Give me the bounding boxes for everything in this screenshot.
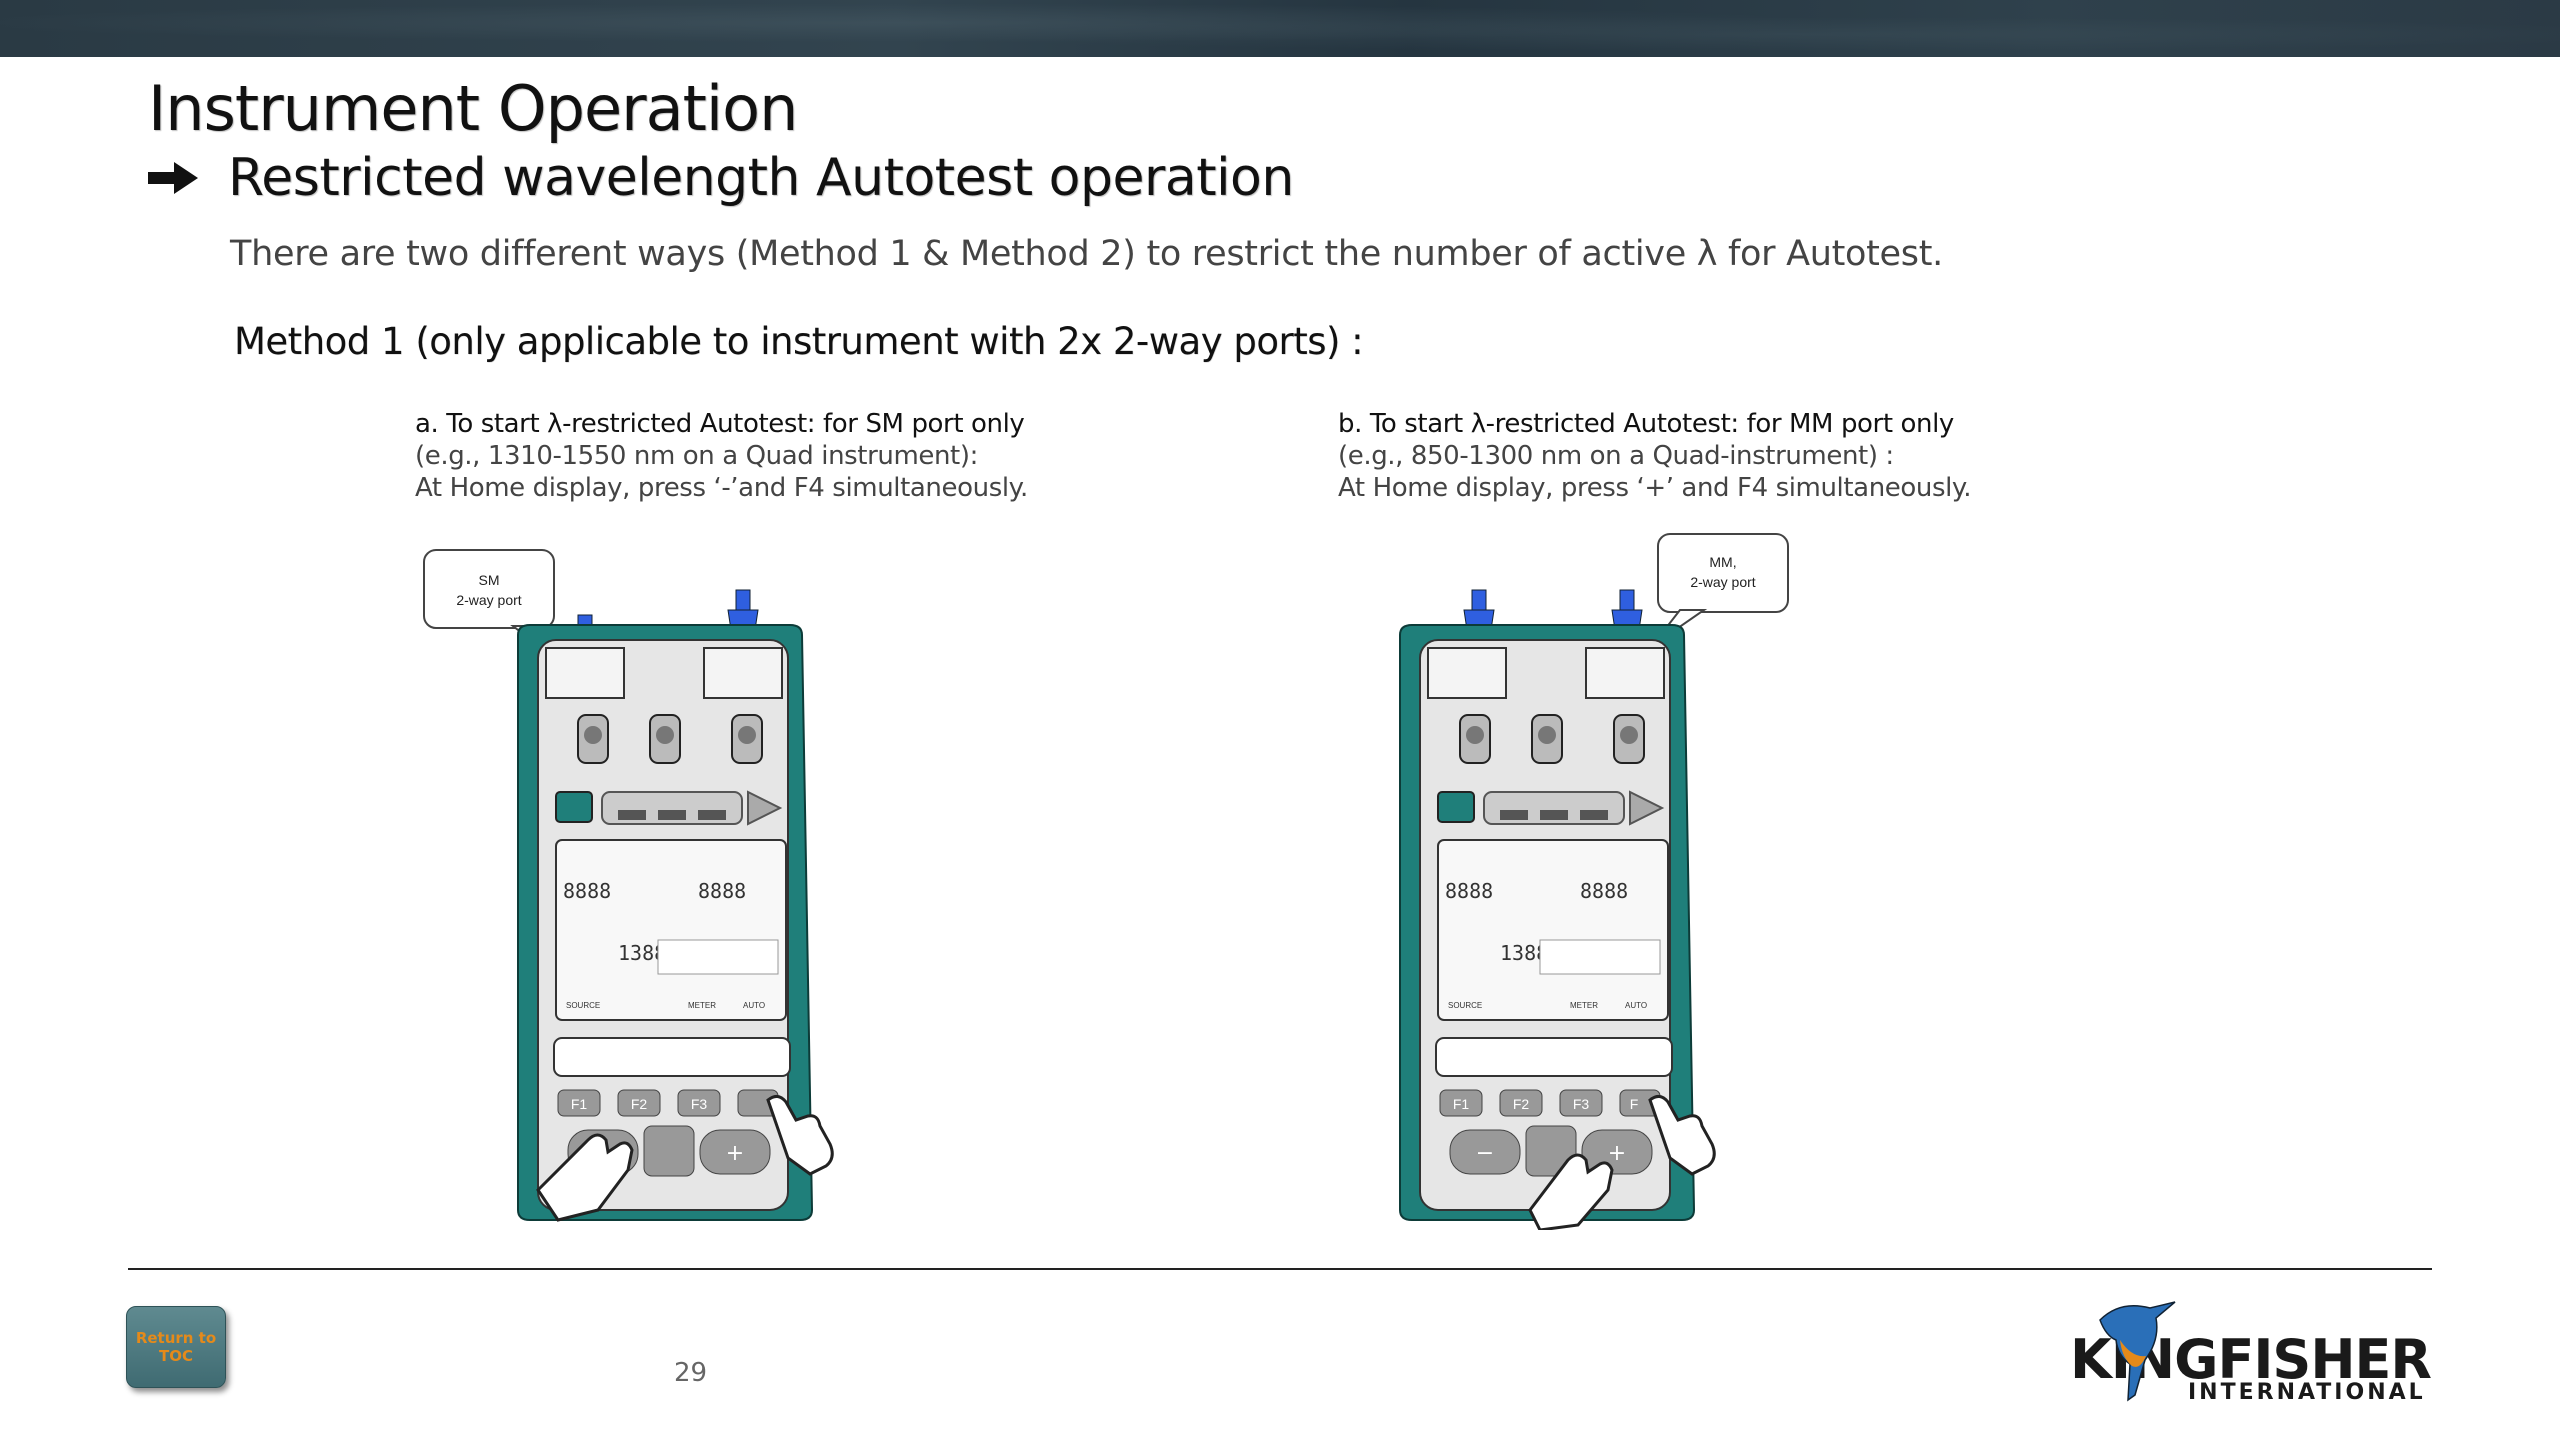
callout-sm-line2: 2-way port [456,592,521,608]
instruction-sm-line1: a. To start λ-restricted Autotest: for S… [415,409,1025,439]
instruction-sm: a. To start λ-restricted Autotest: for S… [415,408,1028,504]
header-banner [0,0,2560,57]
key-f4-mm: F [1630,1096,1639,1112]
instruction-sm-line2: (e.g., 1310-1550 nm on a Quad instrument… [415,441,978,471]
function-keys-sm: F1 F2 F3 [557,1089,779,1117]
label-auto-mm: AUTO [1625,1001,1647,1010]
instrument-illustration-sm: SM 2-way port 8888 8888 1388 SOURCE METE… [423,549,834,1222]
callout-sm-line1: SM [479,572,500,588]
arrow-right-icon [148,162,198,194]
hand-pointer-icon [766,1095,834,1176]
hand-pointer-icon [536,1133,634,1222]
display-digits2-sm: 8888 [698,879,746,903]
instrument-illustration-mm: MM, 2-way port 8888 8888 1388 SOURCE MET… [1399,533,1789,1230]
label-meter-mm: METER [1570,1001,1598,1010]
section-subtitle: Restricted wavelength Autotest operation [228,148,1294,208]
label-meter-sm: METER [688,1001,716,1010]
hand-pointer-icon [1528,1153,1614,1230]
intro-text: There are two different ways (Method 1 &… [230,234,1943,274]
instruction-mm-line1: b. To start λ-restricted Autotest: for M… [1338,409,1954,439]
label-source-mm: SOURCE [1448,1001,1482,1010]
method-heading: Method 1 (only applicable to instrument … [234,320,1364,363]
logo-subtitle: INTERNATIONAL [2188,1380,2426,1405]
instruction-mm-line2: (e.g., 850-1300 nm on a Quad-instrument)… [1338,441,1894,471]
display-digits-mm: 8888 [1445,879,1493,903]
instruction-mm-line3: At Home display, press ‘+’ and F4 simult… [1338,473,1972,503]
callout-mm-line2: 2-way port [1690,574,1755,590]
key-f1-sm: F1 [571,1096,588,1112]
key-plus-mm: + [1608,1141,1626,1166]
footer-divider [128,1268,2432,1270]
key-f1-mm: F1 [1453,1096,1470,1112]
label-auto-sm: AUTO [743,1001,765,1010]
key-f2-sm: F2 [631,1096,648,1112]
callout-mm-line1: MM, [1709,554,1736,570]
display-digits2-mm: 8888 [1580,879,1628,903]
display-digits-sm: 8888 [563,879,611,903]
page-number: 29 [674,1358,708,1388]
function-keys-mm: F1 F2 F3 F [1439,1089,1661,1117]
kingfisher-bird-icon [2099,1301,2176,1402]
key-f2-mm: F2 [1513,1096,1530,1112]
kingfisher-logo: KINGFISHER INTERNATIONAL [2070,1300,2432,1410]
instruction-mm: b. To start λ-restricted Autotest: for M… [1338,408,1971,504]
knob-row [1459,714,1645,764]
key-f3-mm: F3 [1573,1096,1590,1112]
knob-row [577,714,763,764]
key-minus-mm: − [1476,1141,1494,1166]
key-f3-sm: F3 [691,1096,708,1112]
key-plus-sm: + [726,1141,744,1166]
label-source-sm: SOURCE [566,1001,600,1010]
page-title: Instrument Operation [148,72,798,145]
return-to-toc-button[interactable]: Return to TOC [126,1306,226,1388]
instruction-sm-line3: At Home display, press ‘-’and F4 simulta… [415,473,1028,503]
hand-pointer-icon [1648,1095,1716,1176]
section-heading: Restricted wavelength Autotest operation [148,148,1294,208]
